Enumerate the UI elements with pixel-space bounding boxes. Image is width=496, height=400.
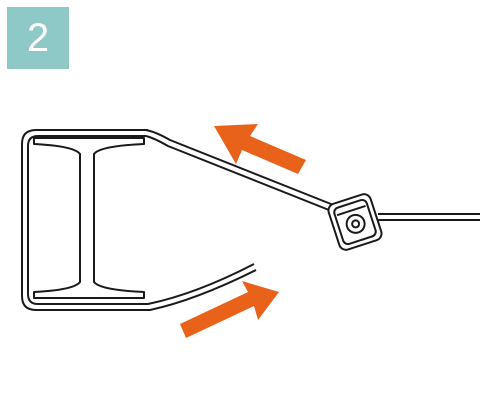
bracket-frame	[21, 129, 257, 311]
step-number-badge: 2	[7, 7, 69, 69]
push-arrow-lower	[180, 281, 279, 338]
step-number: 2	[26, 16, 50, 60]
cord-lock-clip	[327, 193, 383, 251]
cord	[145, 129, 480, 221]
pull-arrow-upper	[214, 124, 306, 174]
